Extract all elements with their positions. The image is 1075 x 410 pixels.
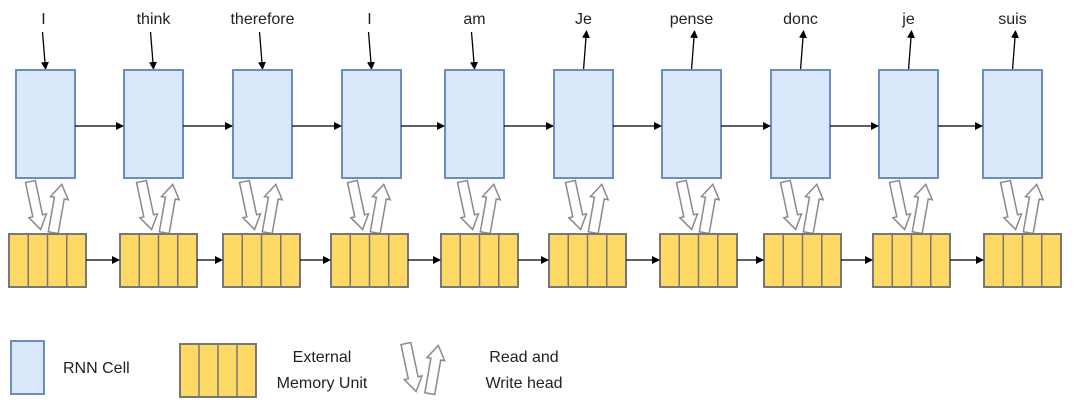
memory-unit bbox=[763, 233, 842, 288]
rnn-cell bbox=[15, 69, 76, 179]
input-arrow bbox=[148, 31, 157, 70]
legend-memory-swatch bbox=[179, 343, 257, 398]
memory-unit bbox=[330, 233, 409, 288]
rnn-cell bbox=[553, 69, 614, 179]
output-word: pense bbox=[670, 11, 714, 28]
rnn-cell bbox=[232, 69, 293, 179]
rnn-cells bbox=[15, 69, 1043, 179]
input-arrow bbox=[40, 31, 49, 70]
input-word: think bbox=[137, 11, 172, 28]
output-arrow bbox=[798, 30, 807, 71]
memory-unit bbox=[872, 233, 951, 288]
input-word: therefore bbox=[230, 11, 294, 28]
legend: RNN Cell External Memory Unit Read and W… bbox=[10, 340, 563, 398]
rnn-cell bbox=[444, 69, 505, 179]
read-head-arrow bbox=[238, 179, 262, 231]
write-head-arrow bbox=[479, 183, 502, 235]
memory-unit bbox=[440, 233, 519, 288]
write-head-arrow bbox=[587, 183, 610, 235]
memory-unit bbox=[983, 233, 1062, 288]
legend-memory-label-line1: External bbox=[293, 349, 352, 366]
output-word: je bbox=[901, 11, 915, 28]
output-arrow bbox=[906, 30, 915, 71]
input-word: I bbox=[367, 11, 371, 28]
rnn-cell bbox=[123, 69, 184, 179]
legend-write-head-arrow bbox=[423, 344, 446, 396]
read-head-arrow bbox=[346, 179, 370, 231]
write-head-arrow bbox=[261, 183, 284, 235]
rnn-cell bbox=[661, 69, 722, 179]
memory-unit bbox=[548, 233, 627, 288]
legend-read-head-arrow bbox=[400, 341, 424, 393]
rnn-cell bbox=[878, 69, 939, 179]
output-word: Je bbox=[575, 11, 592, 28]
output-arrow bbox=[1010, 30, 1019, 71]
input-arrow bbox=[257, 31, 266, 70]
input-word: I bbox=[41, 11, 45, 28]
legend-head-label-line1: Read and bbox=[489, 349, 558, 366]
output-word: suis bbox=[998, 11, 1026, 28]
write-head-arrow bbox=[369, 183, 392, 235]
write-head-arrow bbox=[911, 183, 934, 235]
output-word: donc bbox=[783, 11, 818, 28]
output-arrow bbox=[689, 30, 698, 71]
output-arrow bbox=[581, 30, 590, 71]
read-head-arrow bbox=[24, 179, 48, 231]
read-write-heads bbox=[24, 179, 1045, 235]
read-head-arrow bbox=[564, 179, 588, 231]
read-head-arrow bbox=[456, 179, 480, 231]
write-head-arrow bbox=[47, 183, 70, 235]
read-head-arrow bbox=[675, 179, 699, 231]
legend-rnn-cell-swatch bbox=[10, 340, 45, 395]
read-head-arrow bbox=[779, 179, 803, 231]
read-head-arrow bbox=[135, 179, 159, 231]
legend-rnn-cell-label: RNN Cell bbox=[63, 360, 130, 377]
write-head-arrow bbox=[802, 183, 825, 235]
memory-unit bbox=[119, 233, 198, 288]
read-head-arrow bbox=[888, 179, 912, 231]
memory-unit bbox=[222, 233, 301, 288]
memory-unit bbox=[659, 233, 738, 288]
input-word: am bbox=[463, 11, 485, 28]
write-head-arrow bbox=[1022, 183, 1045, 235]
input-arrow bbox=[366, 31, 375, 70]
input-arrow bbox=[469, 31, 478, 70]
legend-head-label-line2: Write head bbox=[485, 375, 562, 392]
legend-memory-label-line2: Memory Unit bbox=[277, 375, 368, 392]
memory-unit bbox=[8, 233, 87, 288]
rnn-cell bbox=[770, 69, 831, 179]
write-head-arrow bbox=[698, 183, 721, 235]
legend-memory-unit bbox=[179, 343, 257, 398]
read-head-arrow bbox=[999, 179, 1023, 231]
write-head-arrow bbox=[158, 183, 181, 235]
rnn-cell bbox=[982, 69, 1043, 179]
legend-head-icon bbox=[400, 341, 446, 396]
word-arrows bbox=[40, 30, 1019, 71]
rnn-cell bbox=[341, 69, 402, 179]
